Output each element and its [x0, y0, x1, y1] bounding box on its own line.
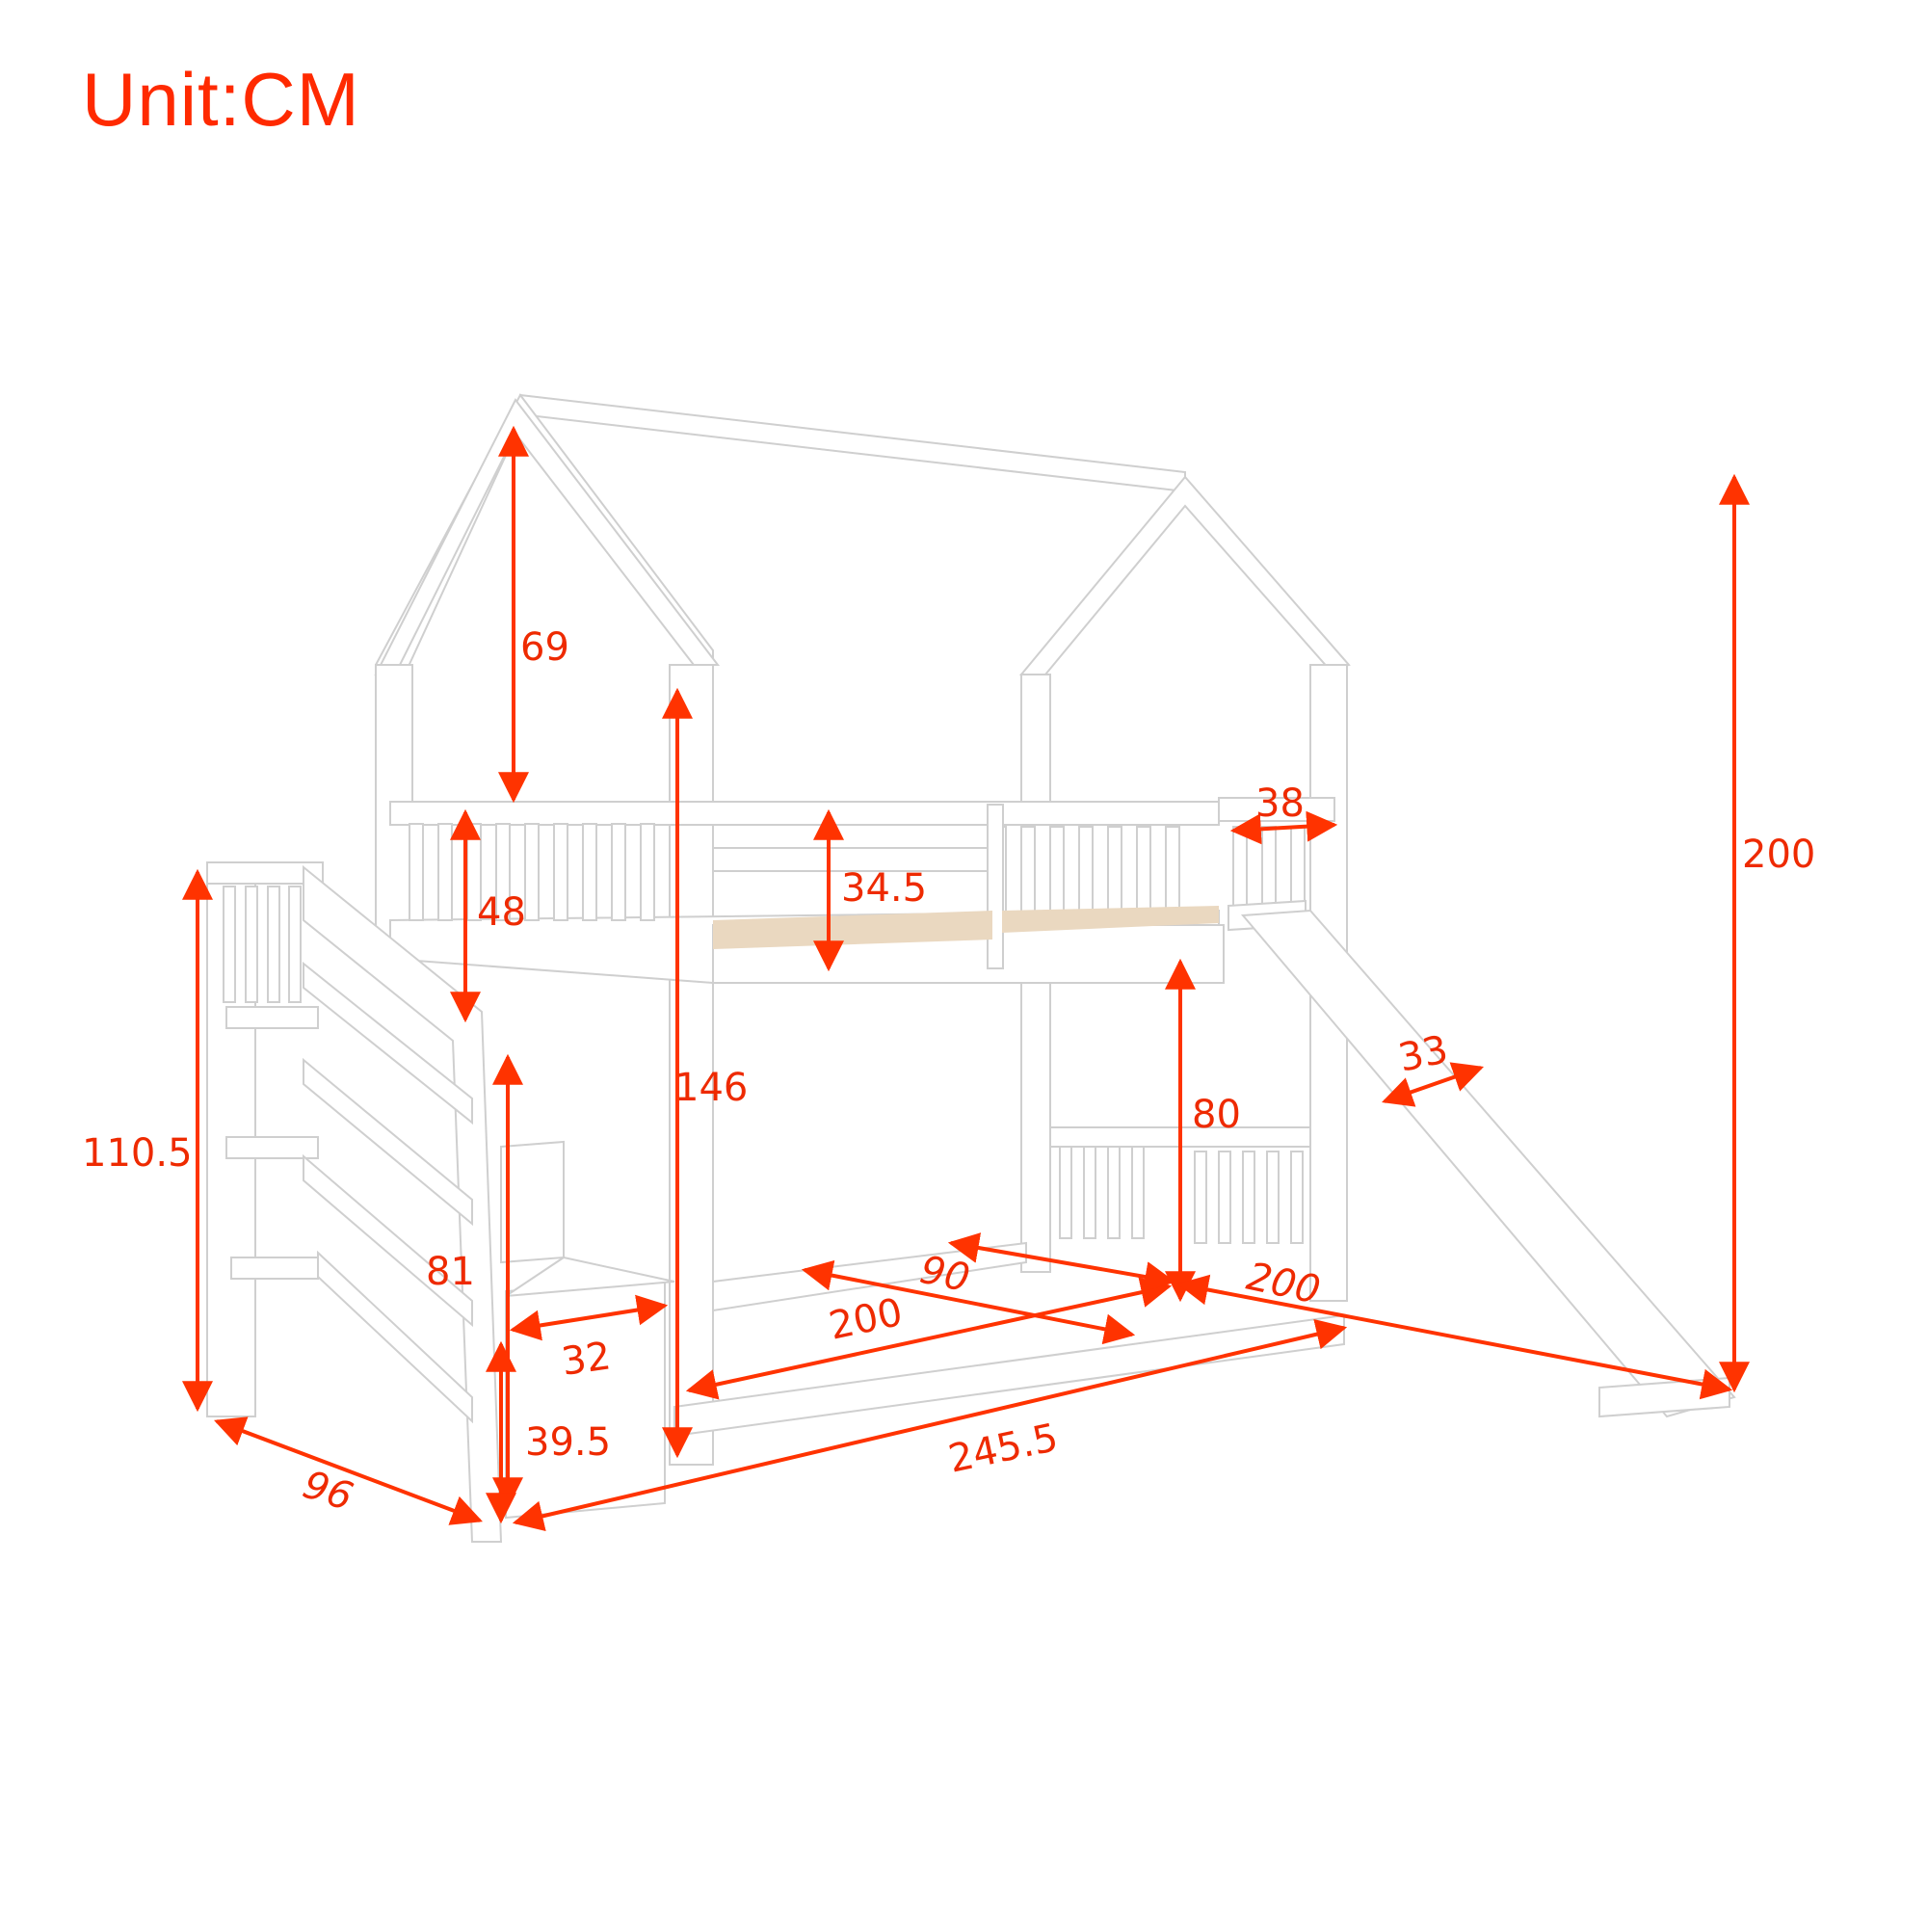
roof-ridge-beam	[519, 393, 1186, 493]
label-step-height: 39.5	[525, 1420, 611, 1465]
label-overall-height: 200	[1742, 833, 1815, 877]
arrow-slide-run	[1176, 1274, 1733, 1400]
stair-shelf-3	[230, 1257, 319, 1280]
stair-treads	[303, 961, 473, 1424]
upper-top-rail-left	[389, 801, 1220, 826]
label-lower-clearance: 80	[1192, 1093, 1241, 1137]
label-total-length: 245.5	[945, 1416, 1063, 1482]
arrow-depth	[214, 1416, 483, 1525]
label-rail-gap: 34.5	[841, 866, 927, 911]
stair-handrail	[303, 864, 503, 1543]
right-gable	[1018, 475, 1351, 675]
dimension-arrows	[182, 425, 1750, 1531]
arrow-mattress-width	[801, 1259, 1136, 1345]
label-stair-height: 110.5	[82, 1131, 193, 1176]
slide-end	[1598, 1376, 1730, 1418]
upper-balusters-left	[409, 823, 655, 921]
lower-front-rail	[673, 1313, 1345, 1438]
unit-title: Unit:CM	[82, 57, 360, 142]
label-mattress-width: 90	[916, 1248, 973, 1302]
step-box-top	[505, 1256, 675, 1297]
arrow-slide-length	[947, 1232, 1176, 1292]
upper-rail-divider	[987, 804, 1004, 969]
stair-shelf-1	[225, 1006, 319, 1029]
label-stair-side-height: 81	[426, 1250, 475, 1294]
upper-slats	[713, 906, 1219, 949]
label-bunk-post-height: 146	[674, 1066, 748, 1110]
label-slide-platform-width: 38	[1255, 781, 1305, 826]
label-step-depth: 32	[559, 1334, 614, 1385]
stair-shelf-balusters	[223, 886, 302, 1003]
upper-balusters-right	[991, 826, 1306, 914]
label-mattress-length: 200	[826, 1290, 907, 1349]
arrow-slide-platform-width	[1229, 810, 1338, 845]
lower-balusters	[1059, 1146, 1304, 1244]
stair-shelf-2	[225, 1136, 319, 1159]
label-slide-width: 33	[1395, 1027, 1452, 1081]
label-guardrail-height: 48	[477, 890, 526, 935]
stair-cabinet	[500, 1140, 565, 1264]
label-roof-height: 69	[520, 625, 569, 670]
lower-bunk	[673, 1126, 1345, 1438]
arrow-slide-width	[1381, 1062, 1485, 1107]
